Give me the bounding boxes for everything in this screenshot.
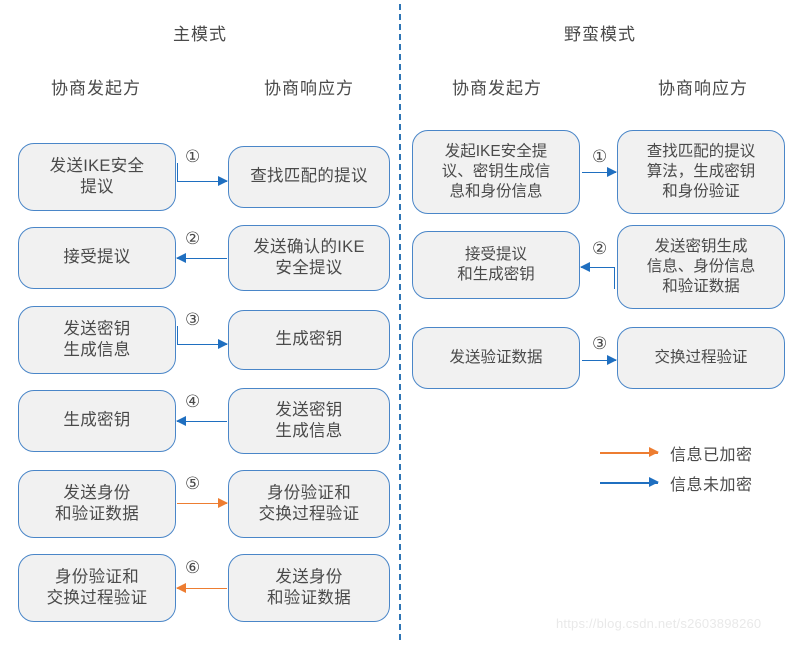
step-number-main-3: ③ bbox=[185, 310, 201, 329]
node-aggr-r1-responder[interactable]: 查找匹配的提议 算法，生成密钥 和身份验证 bbox=[617, 130, 785, 214]
node-aggr-r3-initiator[interactable]: 发送验证数据 bbox=[412, 327, 580, 389]
panel-divider bbox=[399, 4, 401, 640]
column-header-main-responder: 协商响应方 bbox=[264, 79, 354, 98]
legend-item-plain: 信息未加密 bbox=[600, 473, 790, 494]
node-main-r3-initiator[interactable]: 发送密钥 生成信息 bbox=[18, 306, 176, 374]
node-main-r4-initiator[interactable]: 生成密钥 bbox=[18, 390, 176, 452]
step-number-aggr-1: ① bbox=[592, 147, 608, 166]
node-main-r2-responder[interactable]: 发送确认的IKE 安全提议 bbox=[228, 225, 390, 291]
legend-item-encrypted: 信息已加密 bbox=[600, 443, 790, 464]
node-main-r3-responder[interactable]: 生成密钥 bbox=[228, 310, 390, 370]
node-aggr-r2-initiator[interactable]: 接受提议 和生成密钥 bbox=[412, 231, 580, 299]
legend-label-plain: 信息未加密 bbox=[670, 477, 753, 494]
node-main-r6-responder[interactable]: 发送身份 和验证数据 bbox=[228, 554, 390, 622]
panel-title-aggressive-mode: 野蛮模式 bbox=[564, 25, 636, 44]
step-number-aggr-3: ③ bbox=[592, 334, 608, 353]
panel-title-main-mode: 主模式 bbox=[173, 25, 227, 44]
step-number-main-5: ⑤ bbox=[185, 474, 201, 493]
step-number-aggr-2: ② bbox=[592, 239, 608, 258]
step-number-main-4: ④ bbox=[185, 392, 201, 411]
step-number-main-2: ② bbox=[185, 229, 201, 248]
column-header-aggressive-initiator: 协商发起方 bbox=[452, 79, 542, 98]
node-main-r5-responder[interactable]: 身份验证和 交换过程验证 bbox=[228, 470, 390, 538]
node-aggr-r2-responder[interactable]: 发送密钥生成 信息、身份信息 和验证数据 bbox=[617, 225, 785, 309]
connector-main-r1-elbow bbox=[177, 163, 178, 181]
node-main-r1-initiator[interactable]: 发送IKE安全 提议 bbox=[18, 143, 176, 211]
watermark: https://blog.csdn.net/s2603898260 bbox=[556, 616, 762, 631]
node-aggr-r3-responder[interactable]: 交换过程验证 bbox=[617, 327, 785, 389]
node-main-r5-initiator[interactable]: 发送身份 和验证数据 bbox=[18, 470, 176, 538]
node-aggr-r1-initiator[interactable]: 发起IKE安全提 议、密钥生成信 息和身份信息 bbox=[412, 130, 580, 214]
node-main-r4-responder[interactable]: 发送密钥 生成信息 bbox=[228, 388, 390, 454]
node-main-r2-initiator[interactable]: 接受提议 bbox=[18, 227, 176, 289]
node-main-r1-responder[interactable]: 查找匹配的提议 bbox=[228, 146, 390, 208]
node-main-r6-initiator[interactable]: 身份验证和 交换过程验证 bbox=[18, 554, 176, 622]
column-header-main-initiator: 协商发起方 bbox=[51, 79, 141, 98]
step-number-main-1: ① bbox=[185, 147, 201, 166]
column-header-aggressive-responder: 协商响应方 bbox=[658, 79, 748, 98]
step-number-main-6: ⑥ bbox=[185, 558, 201, 577]
legend-label-encrypted: 信息已加密 bbox=[670, 447, 753, 464]
connector-aggr-r2-elbow bbox=[614, 267, 615, 289]
connector-main-r3-elbow bbox=[177, 326, 178, 344]
